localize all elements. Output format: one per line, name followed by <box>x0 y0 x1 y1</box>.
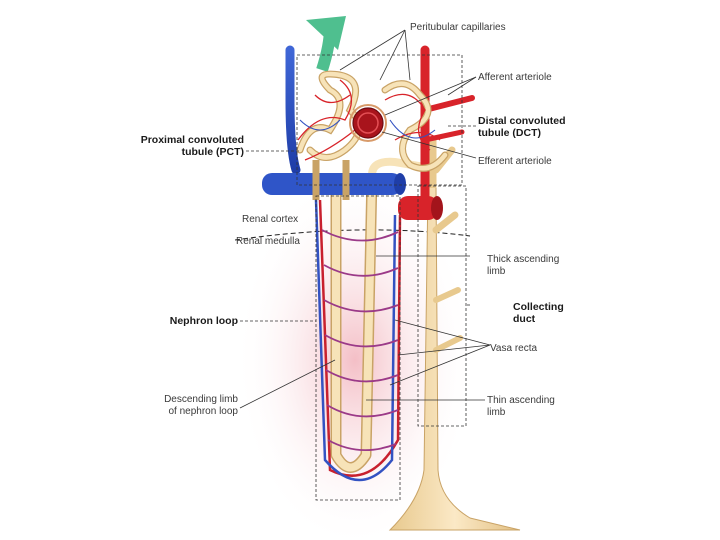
leader-vasa-recta-1 <box>394 319 491 346</box>
duct-branch <box>433 287 461 303</box>
label-descending-limb-1: Descending limb <box>164 394 238 405</box>
medulla-region <box>235 170 475 540</box>
leader-vasa-recta-3 <box>389 344 491 386</box>
leader-descending <box>239 359 336 409</box>
cortex-medulla-boundary <box>234 229 471 241</box>
label-thick-ascending-1: Thick ascending <box>487 254 559 265</box>
vasa-recta-links <box>321 229 399 452</box>
label-renal-medulla: Renal medulla <box>236 236 300 247</box>
label-renal-cortex: Renal cortex <box>242 214 298 225</box>
label-afferent-arteriole: Afferent arteriole <box>478 72 552 83</box>
flow-arrow-icon <box>306 16 346 50</box>
leader-peritubular-3 <box>339 29 406 71</box>
label-peritubular-capillaries: Peritubular capillaries <box>410 22 506 33</box>
label-thick-ascending-2: limb <box>487 266 506 277</box>
label-efferent-arteriole: Efferent arteriole <box>478 156 552 167</box>
dct-connector <box>368 157 431 176</box>
interlobular-vein <box>285 45 301 175</box>
cortex-box <box>296 54 463 186</box>
vasa-recta-artery <box>318 199 402 477</box>
label-collecting-duct-2: duct <box>513 313 536 325</box>
duct-branch <box>432 211 459 234</box>
glomerular-capsule <box>349 104 387 142</box>
label-collecting-duct-1: Collecting <box>513 301 564 313</box>
afferent-arteriole-branch <box>422 95 475 113</box>
nephron-loop-box <box>315 195 401 501</box>
leader-efferent <box>381 131 477 159</box>
label-distal-convoluted-2: tubule (DCT) <box>478 127 541 139</box>
collecting-duct <box>388 184 521 531</box>
label-proximal-convoluted-1: Proximal convoluted <box>141 134 244 146</box>
collecting-duct-box <box>417 185 467 427</box>
arcuate-vein-end <box>394 173 406 195</box>
artery-branch <box>422 129 465 143</box>
label-thin-ascending-1: Thin ascending <box>487 395 555 406</box>
label-thin-ascending-2: limb <box>487 407 506 418</box>
label-nephron-loop: Nephron loop <box>170 315 238 327</box>
capillary-mesh <box>297 79 441 161</box>
label-descending-limb-2: of nephron loop <box>168 406 238 417</box>
leader-afferent <box>447 76 477 96</box>
leader-afferent-2 <box>384 76 477 116</box>
arcuate-artery-end <box>431 196 443 220</box>
duct-branch <box>433 335 463 353</box>
leader-peritubular-1 <box>379 29 406 81</box>
arcuate-vein <box>262 173 402 195</box>
nephron-loop-tubule <box>332 174 376 472</box>
leader-peritubular-2 <box>404 29 411 81</box>
arcuate-artery <box>398 196 438 220</box>
leader-vasa-recta-2 <box>397 344 491 356</box>
vasa-recta-vein <box>314 199 397 482</box>
label-vasa-recta: Vasa recta <box>490 343 537 354</box>
label-distal-convoluted-1: Distal convoluted <box>478 115 566 127</box>
label-proximal-convoluted-2: tubule (PCT) <box>182 146 244 158</box>
